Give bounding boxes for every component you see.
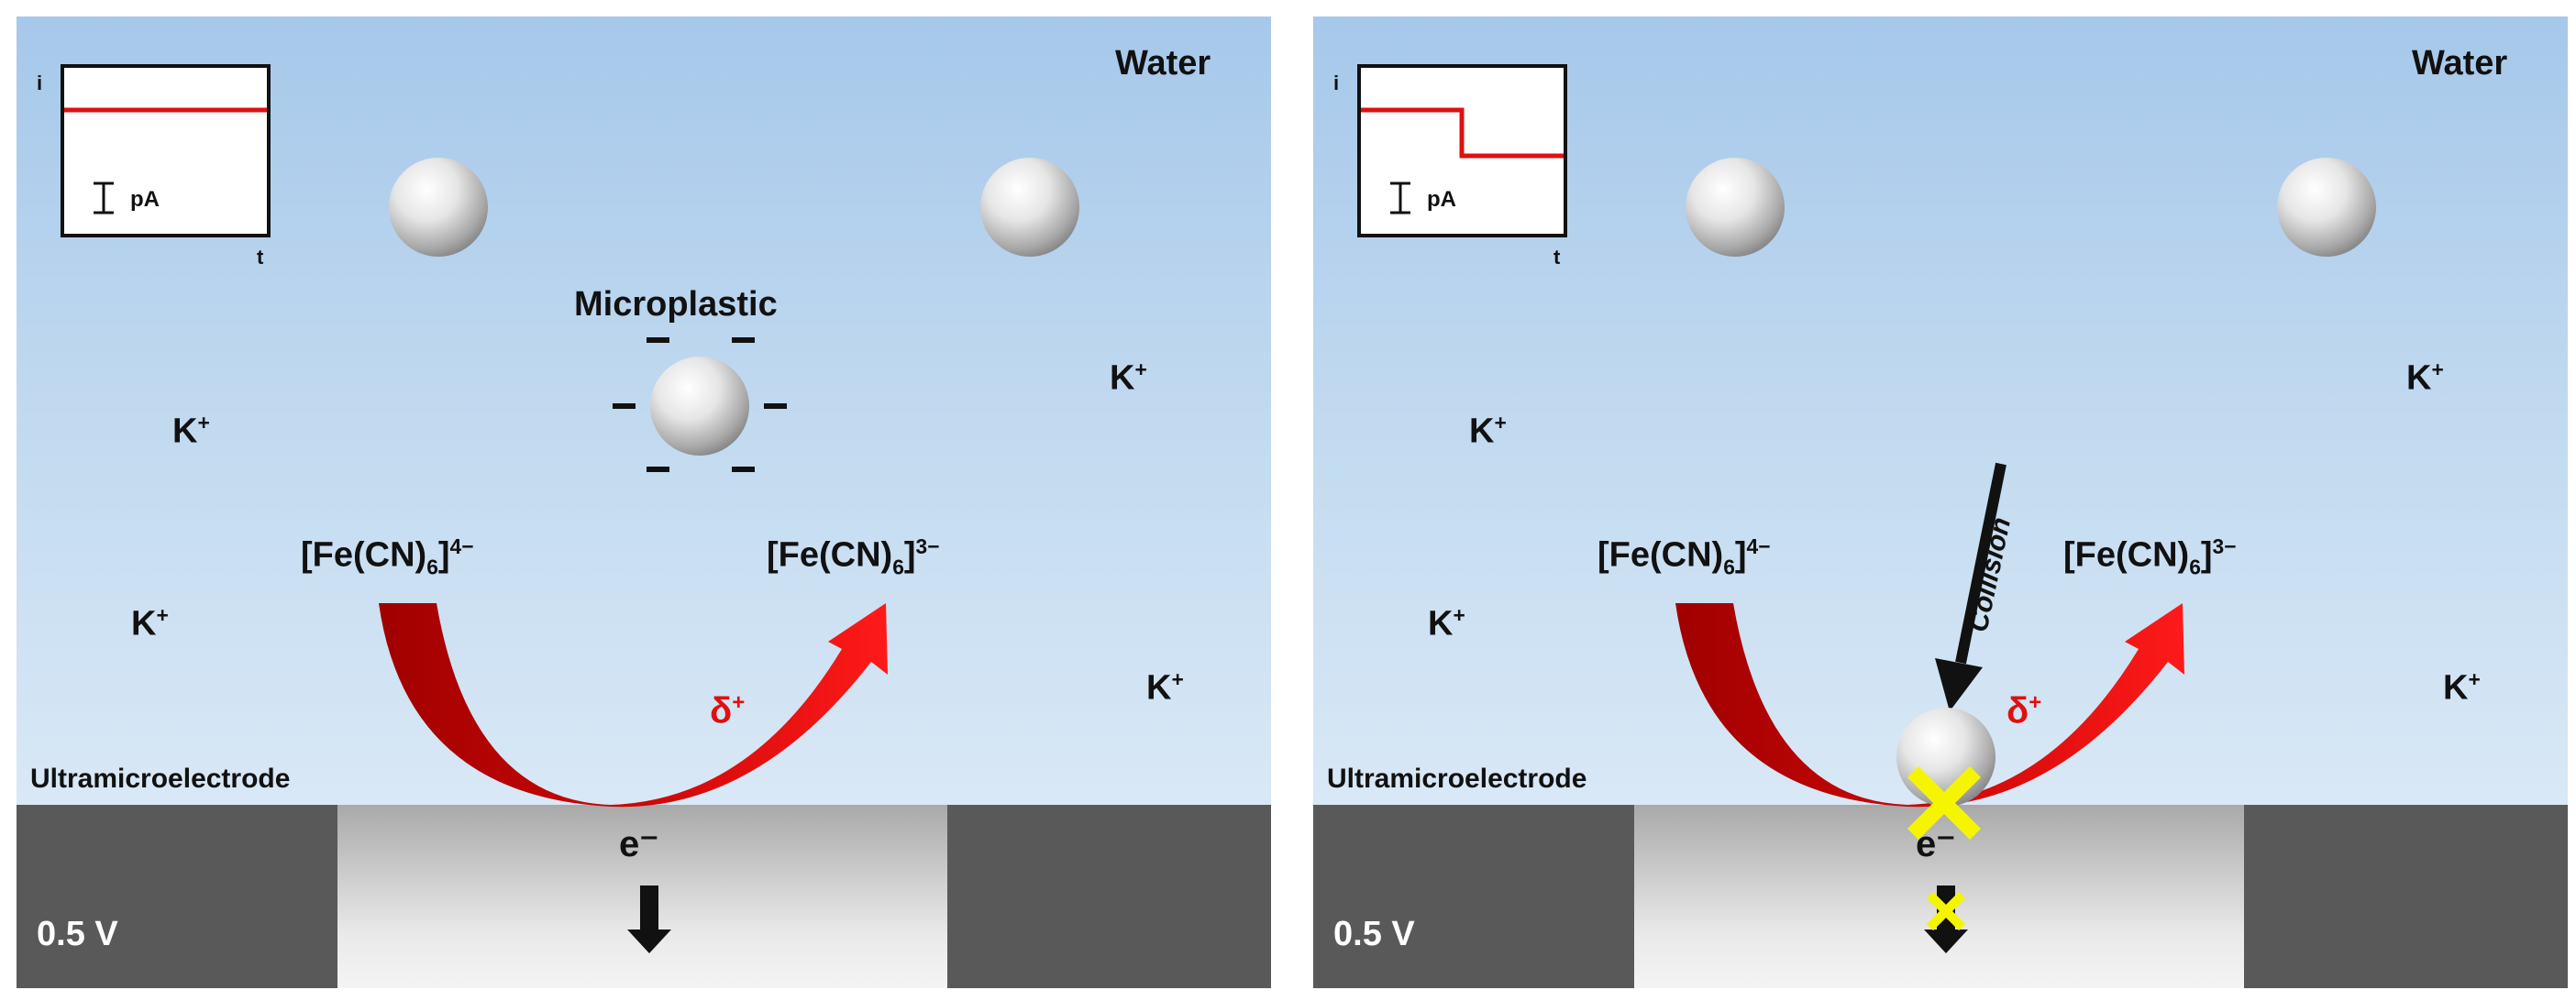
current-inset-box <box>61 64 271 237</box>
negative-charge-marks <box>613 337 787 472</box>
blocked-site-cross-icon <box>1907 765 1982 841</box>
left-diagram-graphics <box>61 64 1079 953</box>
redox-arrow <box>379 603 888 808</box>
electrode-label: Ultramicroelectrode <box>1327 764 1587 794</box>
electrode-label: Ultramicroelectrode <box>30 764 291 794</box>
potassium-ion: K+ <box>1146 667 1184 708</box>
electrode-insulator-left <box>1313 805 1634 988</box>
potassium-ion: K+ <box>131 603 169 644</box>
inset-y-axis-label: i <box>37 72 43 94</box>
electrode-insulator-right <box>947 805 1271 988</box>
panel-no-collision: Water i t pA Microplastic K+ K+ K+ K+ [F… <box>17 16 1271 988</box>
potassium-ion: K+ <box>1428 603 1465 644</box>
electron-flow-arrow <box>627 886 671 953</box>
microplastic-particle <box>980 158 1079 257</box>
potassium-ion: K+ <box>2443 667 2481 708</box>
panel-collision: Water i t pA K+ K+ K+ K+ [Fe(CN)6]4− [Fe… <box>1313 16 2568 988</box>
electrode-insulator-right <box>2244 805 2568 988</box>
particle-label: Microplastic <box>574 285 778 324</box>
blocked-flow-cross-icon <box>1926 891 1966 931</box>
microplastic-particle <box>389 158 488 257</box>
potassium-ion: K+ <box>1469 411 1507 451</box>
solvent-label: Water <box>1115 44 1211 82</box>
redox-arrow <box>1675 603 2184 808</box>
partial-positive-label: δ+ <box>2007 690 2042 732</box>
reactant-ferrocyanide: [Fe(CN)6]4− <box>301 534 474 579</box>
product-ferricyanide: [Fe(CN)6]3− <box>2063 534 2237 579</box>
partial-positive-label: δ+ <box>710 690 746 732</box>
electrode-insulator-left <box>17 805 337 988</box>
microplastic-particle <box>1686 158 1785 257</box>
potassium-ion: K+ <box>1110 358 1147 398</box>
reactant-ferrocyanide: [Fe(CN)6]4− <box>1598 534 1771 579</box>
electron-label: e⁻ <box>619 824 659 864</box>
inset-scale-label: pA <box>130 187 160 212</box>
collision-arrow <box>1935 462 2007 711</box>
inset-y-axis-label: i <box>1333 72 1340 94</box>
potassium-ion: K+ <box>2406 358 2444 398</box>
inset-x-axis-label: t <box>1553 246 1561 269</box>
right-diagram-graphics <box>1357 64 2376 953</box>
charged-microplastic <box>650 357 749 456</box>
electron-label: e⁻ <box>1916 824 1956 864</box>
current-trace <box>1361 107 1564 159</box>
potassium-ion: K+ <box>172 411 210 451</box>
product-ferricyanide: [Fe(CN)6]3− <box>767 534 940 579</box>
inset-x-axis-label: t <box>257 246 264 269</box>
potential-label: 0.5 V <box>1333 915 1415 953</box>
microplastic-particle <box>2277 158 2376 257</box>
potential-label: 0.5 V <box>37 915 118 953</box>
inset-scale-label: pA <box>1427 187 1456 212</box>
solvent-label: Water <box>2412 44 2508 82</box>
